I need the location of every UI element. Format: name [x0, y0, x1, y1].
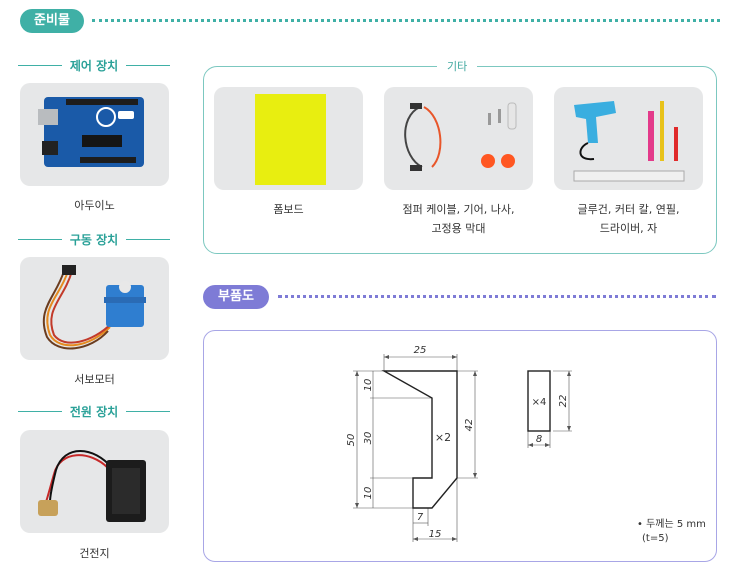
drive-device-heading: 구동 장치	[18, 232, 170, 247]
foam-board-photo	[214, 87, 363, 190]
etc-item-foam-board: 폼보드	[273, 203, 304, 216]
section-pill-materials: 준비물	[20, 9, 84, 33]
tools-photo	[554, 87, 703, 190]
control-device-heading: 제어 장치	[18, 58, 170, 73]
etc-title: 기타	[437, 58, 478, 74]
arduino-photo	[20, 83, 169, 186]
parts-drawing-box	[203, 330, 717, 562]
etc-item-jumper-line1: 점퍼 케이블, 기어, 나사,	[402, 203, 515, 216]
section-divider-materials	[92, 19, 720, 22]
thickness-note-t: (t=5)	[642, 533, 669, 544]
power-device-heading: 전원 장치	[18, 404, 170, 419]
etc-item-jumper-line2: 고정용 막대	[431, 222, 486, 235]
thickness-note: • 두께는 5 mm	[637, 519, 706, 530]
etc-item-tools-line2: 드라이버, 자	[599, 222, 658, 235]
servo-motor-photo	[20, 257, 169, 360]
etc-item-tools-line1: 글루건, 커터 칼, 연필,	[577, 203, 680, 216]
battery-label: 건전지	[79, 547, 110, 560]
section-divider-parts	[278, 295, 716, 298]
servo-motor-label: 서보모터	[74, 373, 115, 386]
jumper-gear-photo	[384, 87, 533, 190]
arduino-label: 아두이노	[74, 199, 115, 212]
section-pill-parts: 부품도	[203, 285, 269, 309]
battery-photo	[20, 430, 169, 533]
